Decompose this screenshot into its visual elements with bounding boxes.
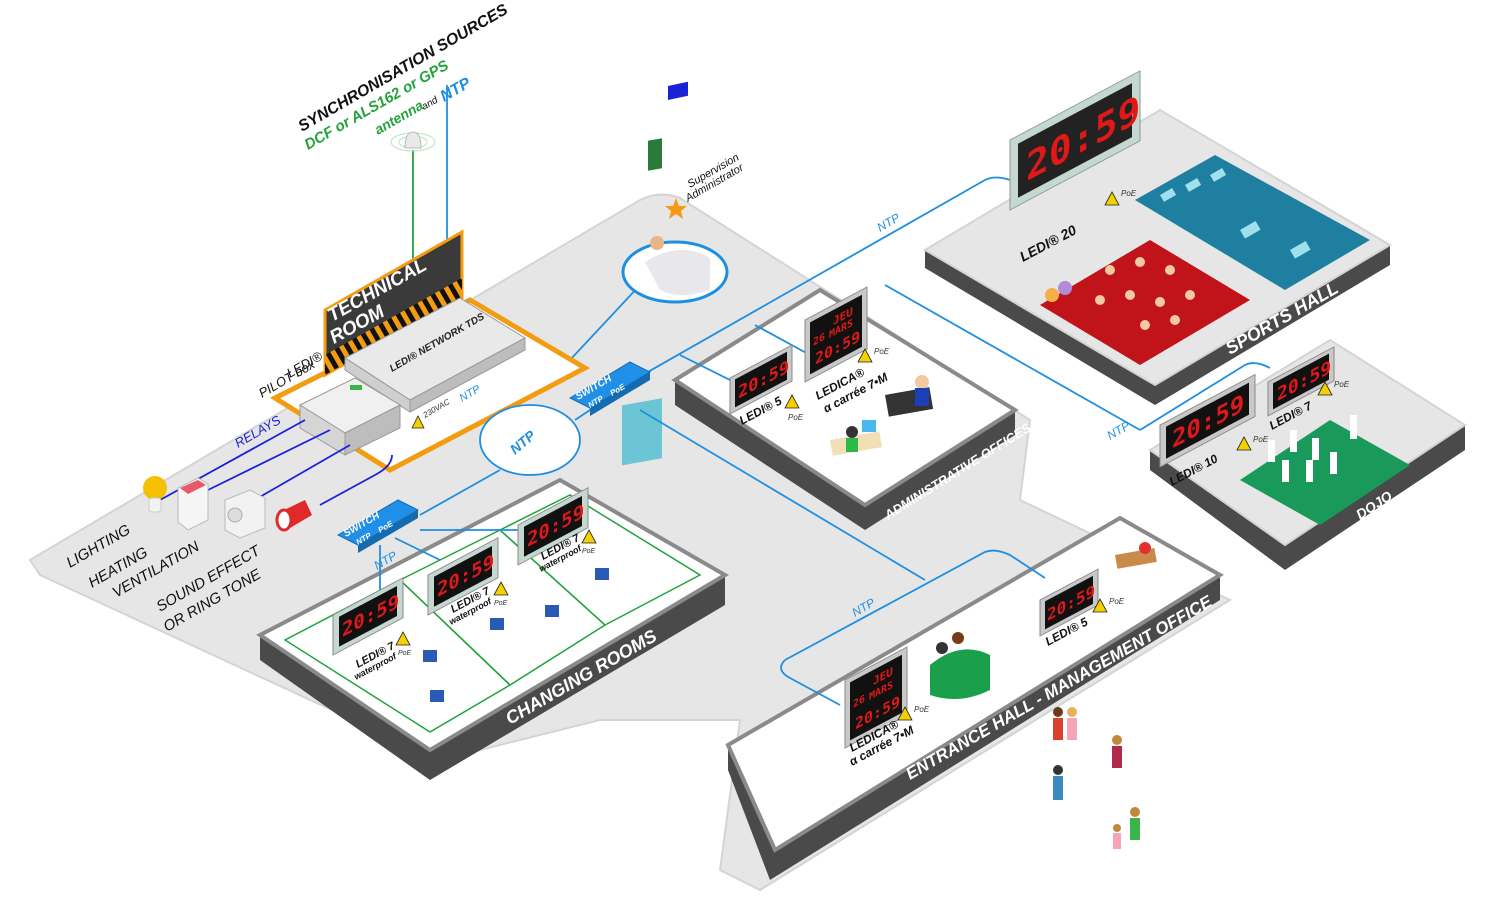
dojo-mat	[1240, 420, 1410, 525]
poe-badge: PoE	[395, 631, 412, 657]
poe-badge: PoE	[857, 347, 890, 363]
warning-icon	[784, 394, 800, 409]
sync-sources-and: and	[420, 95, 440, 113]
poe-badge: PoE	[493, 581, 509, 607]
technical-room: TECHNICAL ROOM LEDI® NETWORK TDS LEDI® P…	[256, 229, 591, 473]
line-entrance-main	[784, 549, 1046, 661]
clock-ledica-entrance[interactable]: 26 JEU MARS 20:59	[844, 646, 908, 749]
warning-icon	[411, 415, 425, 429]
warning-icon	[395, 631, 411, 646]
warning-icon	[581, 529, 597, 544]
svg-text:PoE: PoE	[398, 650, 412, 657]
light-bulb-icon	[143, 476, 167, 513]
ntp-label-dojo: NTP	[1105, 418, 1133, 442]
ledi-pilot-box-device[interactable]	[298, 377, 402, 456]
dojo-room: DOJO	[1148, 338, 1467, 570]
ntp-label-sports: NTP	[875, 210, 903, 234]
svg-text:PoE: PoE	[582, 548, 596, 555]
svg-text:PoE: PoE	[1253, 435, 1269, 444]
sync-sources-ntp: NTP	[438, 75, 474, 106]
warning-icon	[1104, 191, 1120, 206]
reception-desk	[930, 649, 990, 699]
warning-icon	[493, 581, 509, 596]
fan-unit-icon	[224, 489, 266, 539]
ntp-hub: NTP	[479, 404, 581, 476]
poe-badges: PoE PoE PoE PoE PoE PoE PoE PoE	[395, 189, 1350, 721]
line-entrance-branch	[780, 659, 841, 706]
line-switch1-to-entrance	[639, 409, 926, 581]
star-icon	[665, 198, 687, 219]
poe-badge: PoE	[1236, 435, 1269, 451]
svg-text:PoE: PoE	[874, 347, 890, 356]
visitors	[1053, 707, 1140, 849]
line-to-dojo-ledi7	[1139, 362, 1271, 431]
svg-text:PoE: PoE	[494, 600, 508, 607]
warning-icon	[1236, 436, 1252, 451]
poe-badge: PoE	[1092, 597, 1125, 613]
antenna-icon	[404, 131, 422, 149]
svg-text:PoE: PoE	[788, 413, 804, 422]
poe-badge: PoE	[897, 705, 930, 721]
relay-devices	[143, 476, 312, 539]
warning-icon	[857, 348, 873, 363]
line-hub-to-switch2	[419, 469, 501, 516]
ledi-network-tds-device[interactable]: LEDI® NETWORK TDS	[344, 297, 527, 413]
warning-icon	[1317, 381, 1333, 396]
poe-badge: PoE	[581, 529, 597, 555]
heater-icon	[177, 477, 209, 531]
svg-text:PoE: PoE	[1334, 380, 1350, 389]
line-sports-to-dojo	[884, 284, 1141, 431]
line-branch-ledica-admin	[754, 324, 811, 356]
loudspeaker-icon	[275, 500, 312, 532]
supervision-monitor	[668, 81, 688, 101]
svg-text:PoE: PoE	[1121, 189, 1137, 198]
clock-ledica-admin[interactable]: 26 JEU MARS 20:59	[804, 286, 868, 383]
warning-icon	[1092, 598, 1108, 613]
lockers	[622, 398, 662, 466]
warning-icon	[897, 706, 913, 721]
line-switch1-to-sports	[624, 176, 1011, 386]
svg-text:PoE: PoE	[914, 705, 930, 714]
poe-badge: PoE	[1104, 189, 1137, 206]
poe-badge: PoE	[784, 394, 804, 422]
svg-text:PoE: PoE	[1109, 597, 1125, 606]
switch-changing-rooms[interactable]: SWITCH NTP PoE	[336, 499, 420, 553]
poe-badge: PoE	[1317, 380, 1350, 396]
line-switch2-to-cr2	[394, 537, 441, 561]
supervision-station[interactable]	[621, 81, 729, 304]
yoga-mat-area	[1040, 240, 1250, 365]
